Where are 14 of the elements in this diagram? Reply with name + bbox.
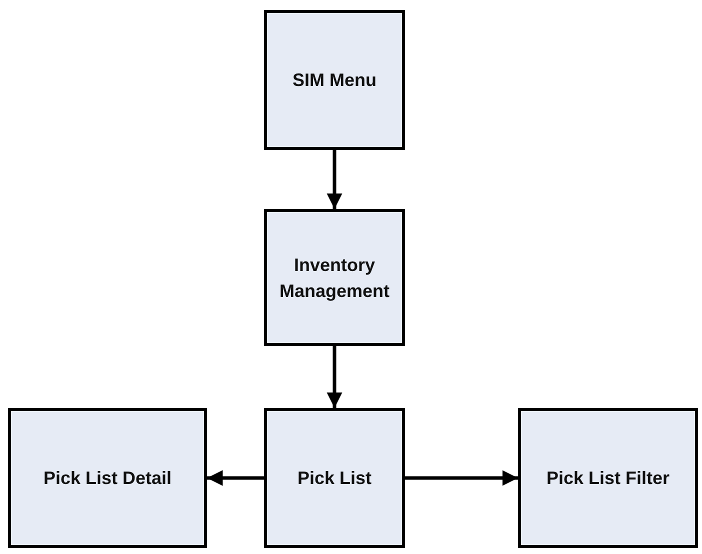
box-label: Pick List Detail [42,467,173,490]
arrow [326,346,342,408]
arrow [207,470,264,486]
box-label: Pick List Filter [545,467,671,490]
process-box [8,408,207,548]
box-label: Pick List [296,467,373,490]
arrow [326,150,342,209]
process-box [264,209,405,346]
box-label: SIM Menu [292,69,378,92]
process-box [264,408,405,548]
box-label: Inventory Management [278,254,391,303]
arrow [405,470,518,486]
process-box [518,408,698,548]
process-box [264,10,405,150]
